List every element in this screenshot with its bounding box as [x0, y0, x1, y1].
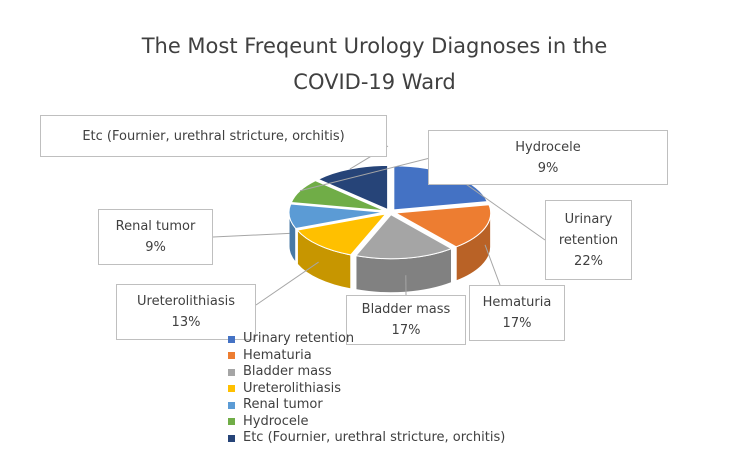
legend-label: Urinary retention	[243, 331, 355, 346]
leader-line-5	[299, 157, 431, 192]
callout-renal-tumor-value: 9%	[145, 240, 166, 255]
pie-slice-1	[393, 204, 492, 248]
pie-slice-2	[355, 214, 453, 260]
legend-label: Renal tumor	[243, 397, 323, 412]
callout-hematuria-name: Hematuria	[482, 295, 552, 310]
legend-swatch	[228, 418, 235, 426]
pie-slice-3	[296, 213, 388, 256]
callout-urinary-retention-value: 22%	[574, 253, 603, 269]
callout-renal-tumor: Renal tumor 9%	[98, 209, 213, 265]
legend-item: Ureterolithiasis	[228, 381, 505, 398]
legend-item: Hydrocele	[228, 414, 505, 431]
legend-item: Urinary retention	[228, 331, 505, 348]
callout-hydrocele-value: 9%	[537, 160, 559, 176]
legend-item: Renal tumor	[228, 397, 505, 414]
callout-bladder-mass: Bladder mass 17%	[346, 295, 466, 345]
callout-hydrocele: Hydrocele 9%	[428, 130, 668, 185]
legend-item: Bladder mass	[228, 364, 505, 381]
legend-item: Etc (Fournier, urethral stricture, orchi…	[228, 430, 505, 447]
leader-line-1	[484, 244, 501, 286]
callout-hematuria: Hematuria 17%	[469, 285, 565, 341]
legend-label: Hydrocele	[243, 413, 309, 429]
callout-bladder-mass-value: 17%	[391, 323, 421, 338]
callout-urinary-retention-name-1: Urinary	[564, 211, 613, 227]
legend-swatch	[228, 401, 235, 409]
legend-swatch	[228, 385, 235, 393]
callout-bladder-mass-name: Bladder mass	[361, 302, 451, 317]
callout-ureterolithiasis-value: 13%	[171, 315, 201, 330]
callout-ureterolithiasis-name: Ureterolithiasis	[137, 294, 235, 309]
legend-swatch	[228, 335, 235, 343]
callout-renal-tumor-name: Renal tumor	[115, 219, 196, 234]
legend-swatch	[228, 434, 235, 442]
legend-label: Etc (Fournier, urethral stricture, orchi…	[243, 430, 506, 445]
leader-line-4	[212, 232, 290, 238]
callout-urinary-retention: Urinary retention 22%	[545, 200, 632, 280]
callout-hematuria-value: 17%	[502, 316, 532, 331]
leader-line-3	[255, 261, 319, 306]
legend-swatch	[228, 352, 235, 360]
legend-item: Hematuria	[228, 348, 505, 365]
legend-label: Ureterolithiasis	[243, 380, 341, 396]
callout-hydrocele-name: Hydrocele	[515, 139, 581, 155]
legend-swatch	[228, 368, 235, 376]
leader-line-0	[454, 175, 546, 241]
legend: Urinary retention Hematuria Bladder mass…	[228, 331, 505, 447]
callout-ureterolithiasis: Ureterolithiasis 13%	[116, 284, 256, 340]
callout-urinary-retention-name-2: retention	[558, 232, 619, 248]
chart-title-line-1: The Most Freqeunt Urology Diagnoses in t…	[141, 34, 608, 58]
callout-etc-name: Etc (Fournier, urethral stricture, orchi…	[82, 128, 345, 144]
pie-slice-6	[317, 164, 389, 211]
legend-label: Hematuria	[243, 347, 312, 363]
chart-title-line-2: COVID-19 Ward	[293, 70, 456, 94]
legend-label: Bladder mass	[243, 364, 332, 379]
callout-etc: Etc (Fournier, urethral stricture, orchi…	[40, 115, 387, 157]
pie-slice-4	[288, 203, 385, 230]
